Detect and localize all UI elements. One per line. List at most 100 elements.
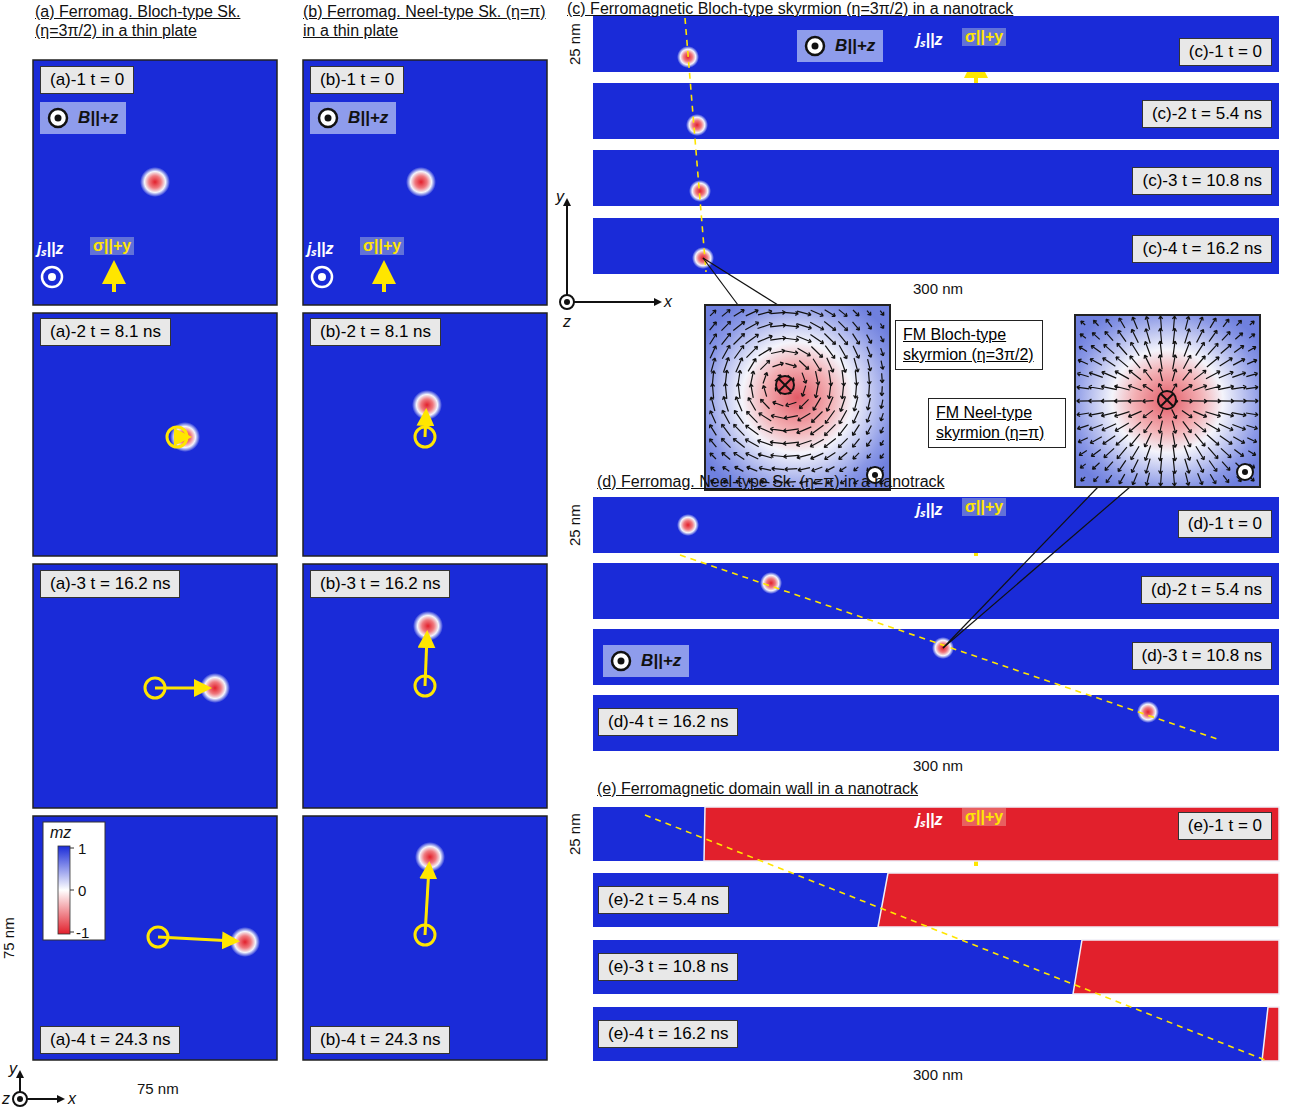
node-text: B||+z	[835, 36, 875, 56]
time-label-box: (d)-1 t = 0	[1178, 510, 1272, 538]
spin-arrow	[1116, 435, 1128, 446]
scale-label: 300 nm	[913, 1066, 963, 1083]
current-label: jₛ||z	[916, 808, 942, 830]
spin-arrow	[736, 383, 740, 399]
spin-arrow	[866, 426, 871, 435]
spin-arrow	[771, 414, 785, 418]
spin-arrow	[880, 323, 883, 328]
spin-arrow	[746, 334, 759, 343]
polarization-label: σ||+y	[962, 28, 1006, 46]
spin-arrow	[1132, 317, 1138, 329]
node-text: (e)-2 t = 5.4 ns	[608, 890, 719, 909]
spin-arrow	[1193, 399, 1207, 403]
spin-arrow	[880, 311, 884, 316]
spin-arrow	[1223, 319, 1229, 327]
spin-arrow	[853, 397, 858, 411]
spin-arrow	[722, 333, 731, 344]
spin-arrow	[1185, 459, 1190, 474]
spin-arrow	[826, 467, 835, 472]
spin-arrow	[1218, 399, 1234, 403]
spin-arrow	[1221, 344, 1232, 353]
spin-arrow	[854, 358, 859, 372]
spin-arrow	[1129, 370, 1141, 379]
spin-arrow	[710, 425, 717, 436]
spin-arrow	[1183, 355, 1191, 369]
time-label-box: (e)-3 t = 10.8 ns	[598, 953, 738, 981]
spin-arrow	[867, 385, 871, 398]
spin-arrow	[1144, 370, 1152, 381]
panel-heading: (c) Ferromagnetic Bloch-type skyrmion (η…	[567, 0, 1013, 18]
node-text: (c)-2 t = 5.4 ns	[1152, 104, 1262, 123]
spin-arrow	[1077, 372, 1088, 376]
spin-arrow	[1232, 385, 1247, 389]
out-of-plane-symbol	[803, 34, 827, 58]
spin-arrow	[1077, 413, 1089, 417]
spin-arrow	[1078, 359, 1088, 364]
spin-arrow	[721, 438, 730, 447]
spin-arrow	[711, 358, 716, 372]
spin-arrow	[710, 439, 717, 447]
spin-arrow	[1172, 369, 1177, 381]
spin-arrow	[1131, 446, 1139, 460]
spin-arrow	[824, 439, 836, 448]
spin-arrow	[745, 322, 758, 330]
time-label-box: (a)-2 t = 8.1 ns	[40, 318, 171, 346]
spin-arrow	[840, 467, 847, 472]
spin-arrow	[784, 351, 798, 355]
spin-arrow	[1114, 385, 1129, 390]
spin-arrow	[853, 334, 860, 345]
field-box: B||+z	[310, 102, 396, 134]
spin-arrow	[1130, 434, 1140, 446]
spin-arrow	[1218, 412, 1233, 417]
spin-arrow	[734, 346, 743, 359]
spin-arrow	[810, 425, 823, 434]
spin-arrow	[866, 412, 871, 423]
spin-arrow	[1128, 411, 1141, 417]
polarization-label: σ||+y	[962, 498, 1006, 516]
spin-arrow	[771, 311, 786, 315]
spin-arrow	[1172, 472, 1176, 486]
scale-label: 25 nm	[566, 23, 583, 65]
spin-arrow	[1104, 344, 1115, 353]
spin-arrow	[721, 321, 730, 330]
spin-arrow	[1246, 425, 1257, 430]
polarization-label: σ||+y	[90, 237, 134, 255]
field-box: B||+z	[40, 102, 126, 134]
spin-arrow	[1106, 475, 1112, 483]
spin-arrow	[1220, 358, 1233, 366]
spin-arrow	[840, 358, 846, 373]
spin-arrow	[1103, 358, 1116, 366]
spin-arrow	[1235, 333, 1242, 340]
spin-arrow	[1158, 421, 1162, 434]
scale-label: 75 nm	[0, 917, 17, 959]
spin-arrow	[827, 383, 831, 398]
spin-arrow	[854, 384, 858, 399]
spin-arrow	[760, 399, 769, 408]
time-label-box: (b)-4 t = 24.3 ns	[310, 1026, 450, 1054]
node-text: B||+z	[641, 651, 681, 671]
time-label-box: (e)-1 t = 0	[1178, 812, 1272, 840]
spin-arrow	[711, 467, 716, 471]
spin-arrow	[723, 396, 729, 411]
scale-label: 25 nm	[566, 504, 583, 546]
spin-arrow	[771, 454, 786, 458]
node-text: (c)-4 t = 16.2 ns	[1142, 239, 1262, 258]
spin-arrow	[801, 386, 805, 397]
spin-arrow	[1185, 316, 1190, 329]
spin-arrow	[824, 334, 835, 345]
panel-heading: (e) Ferromagnetic domain wall in a nanot…	[597, 779, 918, 798]
spin-arrow	[838, 321, 847, 330]
axis-label: x	[664, 293, 672, 311]
spin-arrow	[733, 322, 744, 331]
spin-arrow	[1194, 422, 1206, 432]
spin-arrow	[1128, 399, 1142, 403]
spin-arrow	[1210, 474, 1216, 484]
spin-arrow	[867, 440, 872, 447]
inset-label-box: FM Bloch-type skyrmion (η=3π/2)	[895, 320, 1043, 370]
spin-arrow	[1222, 332, 1230, 341]
axis-label: y	[556, 188, 564, 206]
spin-arrow	[772, 362, 783, 367]
spin-arrow	[811, 347, 822, 358]
out-of-plane-symbol	[609, 649, 633, 673]
current-label: jₛ||z	[307, 237, 333, 259]
